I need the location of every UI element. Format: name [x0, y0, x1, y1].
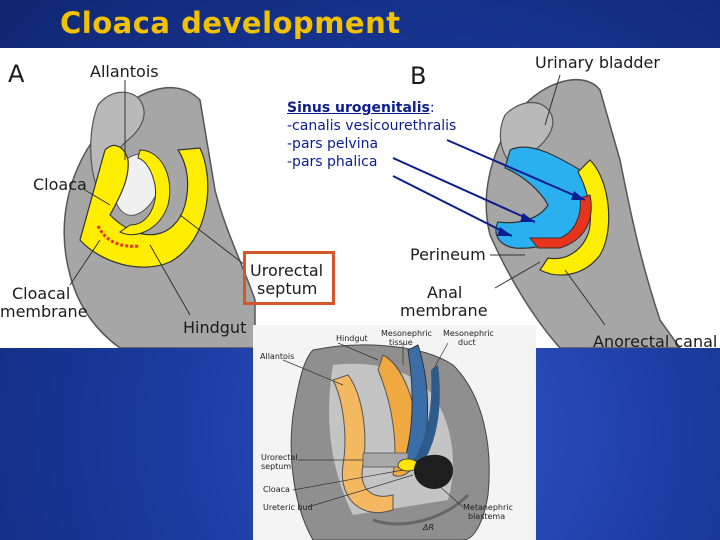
label-anal-membrane-1: Anal — [427, 283, 463, 302]
diagram-panel: A Allantois Cloaca Cloacal membrane Hind… — [0, 48, 720, 351]
diagram-a — [63, 80, 256, 348]
sinus-urogenitalis-block: Sinus urogenitalis: -canalis vesicoureth… — [287, 99, 456, 171]
cloacal-membrane-line — [96, 225, 141, 248]
bottom-label-mesonephric-duct-1: Mesonephric — [443, 329, 494, 338]
label-cloaca: Cloaca — [33, 175, 87, 194]
red-anorectal-arrow — [528, 194, 592, 249]
bottom-label-urorectal-2: septum — [261, 462, 292, 471]
label-urinary-bladder: Urinary bladder — [535, 53, 660, 72]
label-urorectal-2: septum — [257, 279, 318, 298]
bottom-label-cloaca: Cloaca — [263, 485, 290, 494]
sinus-line-1: -canalis vesicourethralis — [287, 118, 457, 134]
panel-b-letter: B — [410, 62, 427, 90]
bottom-label-hindgut: Hindgut — [336, 334, 368, 343]
sinus-colon: : — [429, 100, 435, 116]
bottom-tail-arc — [372, 493, 470, 526]
arrow-pars-pelvina — [392, 157, 536, 223]
bottom-blue-duct-2 — [411, 365, 440, 470]
label-urorectal-1: Urorectal — [250, 261, 324, 280]
bottom-orange-allantois — [332, 374, 394, 514]
label-hindgut: Hindgut — [183, 318, 247, 337]
bottom-label-mesonephric-tissue-1: Mesonephric — [381, 329, 432, 338]
bottom-label-mesonephric-tissue-2: tissue — [389, 338, 413, 347]
yellow-septum-a — [119, 149, 171, 236]
label-cloacal-membrane-2: membrane — [0, 302, 88, 321]
label-anorectal-canal: Anorectal canal — [593, 332, 718, 351]
embryo-drawings — [63, 74, 681, 348]
artist-signature: ΔR — [423, 523, 435, 532]
label-anal-membrane-2: membrane — [400, 301, 488, 320]
label-cloacal-membrane-1: Cloacal — [12, 284, 71, 303]
bottom-label-urorectal-1: Urorectal — [261, 453, 298, 462]
diagram-b — [392, 74, 681, 348]
sinus-line-2: -pars pelvina — [287, 136, 379, 152]
page-title: Cloaca development — [60, 6, 401, 40]
sinus-heading: Sinus urogenitalis — [287, 100, 430, 116]
bottom-label-ureteric-bud: Ureteric bud — [263, 503, 313, 512]
bottom-label-allantois: Allantois — [260, 352, 295, 361]
urorectal-septum-highlight-box — [243, 251, 335, 305]
bottom-metanephric-blastema — [413, 454, 453, 490]
arrow-vesicourethralis — [446, 139, 586, 201]
bottom-label-metanephric-1: Metanephric — [463, 503, 513, 512]
bottom-embryo-drawing — [282, 342, 490, 540]
bottom-label-metanephric-2: blastema — [468, 512, 506, 521]
arrow-pars-phalica — [392, 175, 513, 237]
label-perineum: Perineum — [410, 245, 486, 264]
sinus-line-3: -pars phalica — [287, 154, 378, 170]
bottom-illustration: Hindgut Mesonephric tissue Mesonephric d… — [253, 325, 536, 540]
bottom-label-mesonephric-duct-2: duct — [458, 338, 476, 347]
label-allantois: Allantois — [90, 62, 159, 81]
panel-a-letter: A — [8, 60, 25, 88]
